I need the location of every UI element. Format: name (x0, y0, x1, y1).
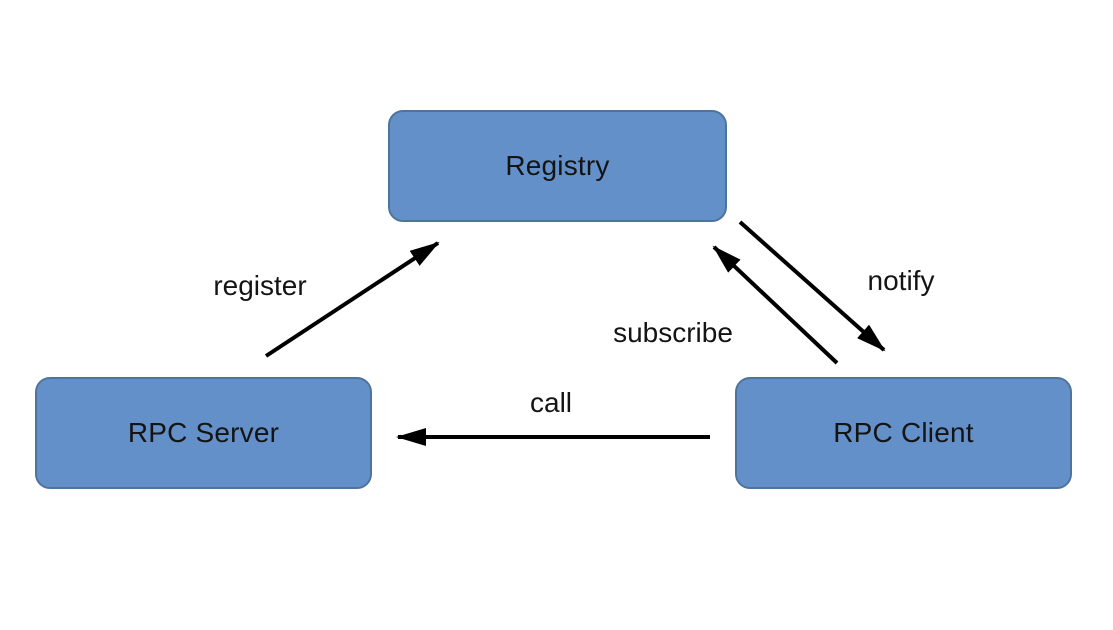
edge-label-subscribe: subscribe (613, 317, 733, 348)
node-registry: Registry (388, 110, 727, 222)
node-rpc-server: RPC Server (35, 377, 372, 489)
node-rpc-client: RPC Client (735, 377, 1072, 489)
notify-arrow (738, 220, 886, 352)
edge-label-register: register (213, 270, 307, 301)
node-rpc-client-label: RPC Client (833, 417, 974, 448)
edge-label-call: call (529, 387, 573, 418)
node-registry-label: Registry (505, 150, 610, 181)
edge-label-notify: notify (867, 265, 935, 296)
node-rpc-server-label: RPC Server (127, 417, 280, 448)
